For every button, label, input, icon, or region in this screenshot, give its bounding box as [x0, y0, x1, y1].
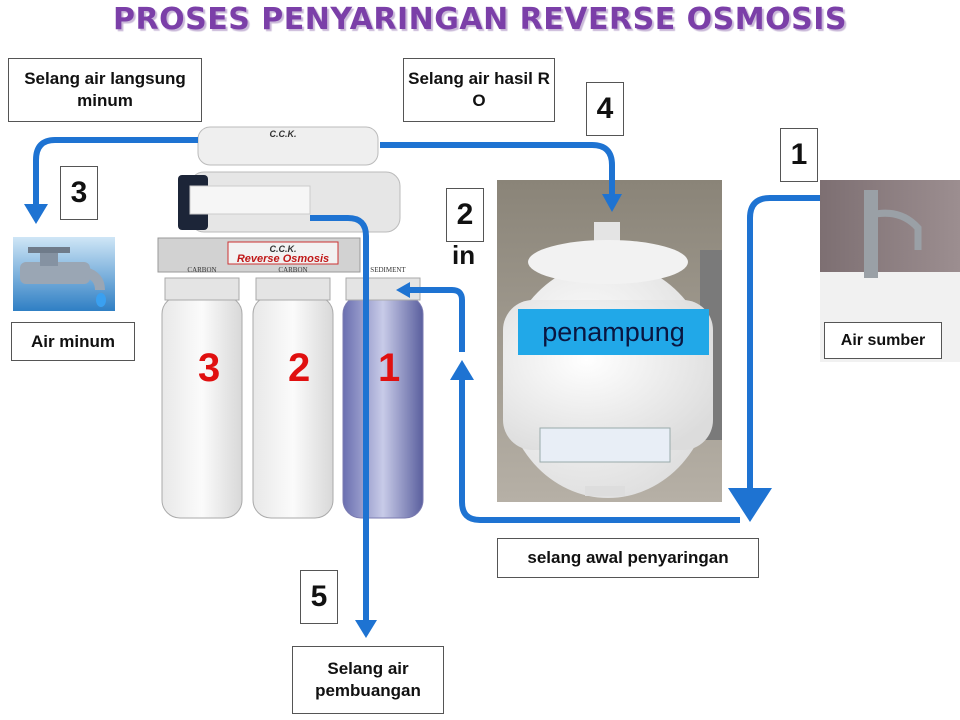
filter-number-3: 3: [198, 346, 221, 390]
step-5-box: 5: [300, 570, 338, 624]
filter-number-2: 2: [288, 346, 311, 390]
device-product-name: Reverse Osmosis: [237, 253, 329, 265]
arrow-ro-to-tank: [380, 142, 615, 195]
arrowhead-down-right: [728, 488, 772, 522]
tank-label: penampung: [518, 309, 709, 355]
label-selang-buang: Selang air pembuangan: [292, 646, 444, 714]
housing-label-2: CARBON: [278, 266, 307, 274]
step-3-box: 3: [60, 166, 98, 220]
label-ro-hose: Selang air hasil R O: [403, 58, 555, 122]
label-drink-hose: Selang air langsung minum: [8, 58, 202, 122]
label-air-sumber: Air sumber: [824, 322, 942, 359]
step-1-box: 1: [780, 128, 818, 182]
device-brand-top: C.C.K.: [270, 129, 297, 139]
arrowhead-drink: [24, 204, 48, 224]
arrowhead-drain: [355, 620, 377, 638]
flow-arrows: [33, 137, 820, 622]
housing-label-3: SEDIMENT: [370, 266, 406, 274]
arrowhead-tank: [602, 194, 622, 212]
filter-number-1: 1: [378, 346, 401, 390]
drinking-tap-icon: [13, 237, 115, 311]
label-selang-awal: selang awal penyaringan: [497, 538, 759, 578]
device-brand: C.C.K.: [270, 244, 297, 254]
arrow-drain: [310, 215, 369, 622]
arrowheads: [24, 194, 772, 638]
step-2-box: 2: [446, 188, 484, 242]
inlet-in-label: in: [452, 240, 476, 270]
arrow-source-down: [747, 195, 820, 495]
page-title: PROSES PENYARINGAN REVERSE OSMOSIS: [113, 2, 847, 37]
label-air-minum: Air minum: [11, 322, 135, 361]
arrow-to-filter1: [408, 287, 465, 352]
arrowhead-up-inlet: [450, 360, 474, 380]
step-4-box: 4: [586, 82, 624, 136]
housing-label-1: CARBON: [187, 266, 216, 274]
arrow-drink-hose: [33, 137, 198, 205]
ro-machine: [157, 126, 424, 519]
arrowhead-filter1: [396, 282, 410, 298]
arrow-inlet-up: [459, 378, 740, 523]
